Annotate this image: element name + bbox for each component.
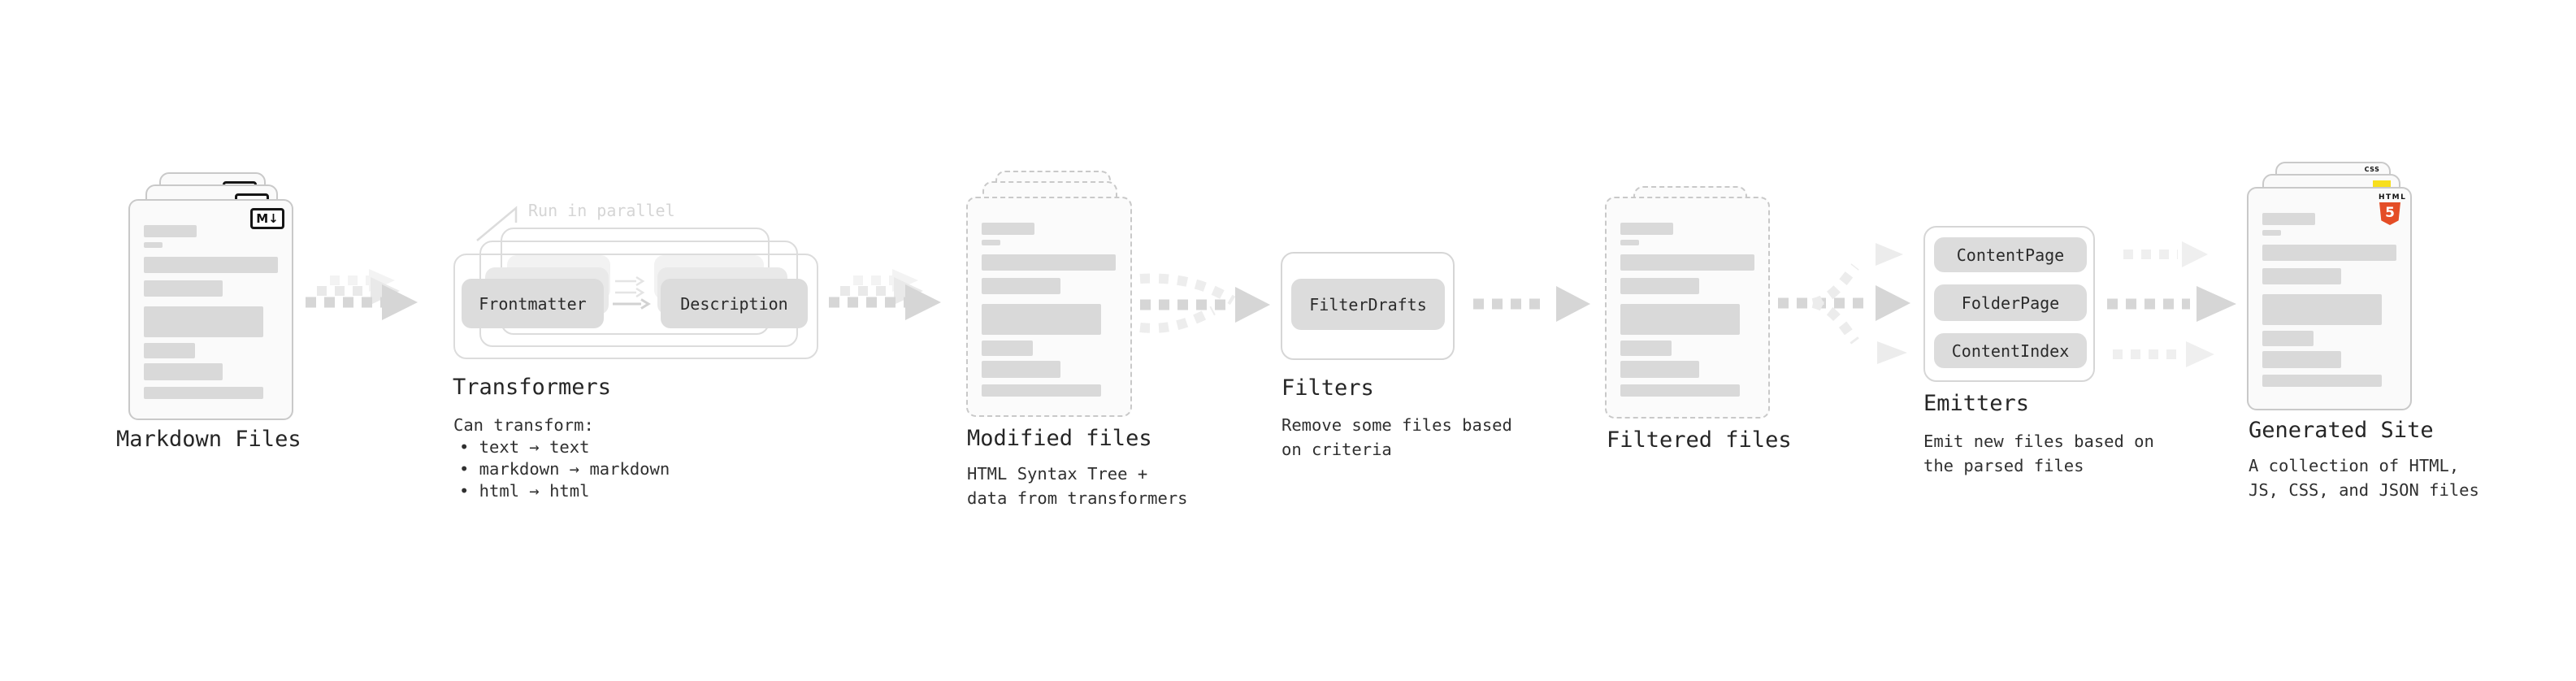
doc-card-front [966, 197, 1132, 417]
doc-placeholder-bar [1620, 254, 1754, 271]
caption-title: Can transform: [453, 415, 594, 435]
doc-placeholder-bar [144, 387, 263, 399]
doc-placeholder-bar [1620, 240, 1639, 245]
bullet-html-to-html: • html → html [459, 481, 590, 501]
doc-placeholder-bar [144, 280, 223, 297]
doc-placeholder-bar [1620, 223, 1673, 235]
parallel-flow-arrows [613, 275, 651, 310]
stage-label-filtered-files: Filtered files [1607, 427, 1792, 453]
doc-placeholder-bar [2262, 213, 2315, 225]
doc-placeholder-lines [1620, 223, 1754, 397]
doc-placeholder-bar [1620, 384, 1740, 397]
html5-icon-label: HTML [2379, 193, 2407, 202]
generated-site-caption: A collection of HTML, JS, CSS, and JSON … [2249, 456, 2479, 500]
doc-placeholder-lines [2262, 213, 2396, 387]
bullet-markdown-to-markdown: • markdown → markdown [459, 459, 670, 479]
doc-placeholder-bar [982, 254, 1116, 271]
transformer-pill-description: Description [661, 279, 808, 328]
emitter-pill-contentindex: ContentIndex [1934, 333, 2087, 368]
doc-placeholder-bar [144, 306, 263, 337]
arrow-markdown-to-transformers [306, 269, 418, 320]
stage-label-modified-files: Modified files [967, 426, 1152, 451]
arrow-filters-to-filtered [1473, 286, 1590, 322]
filters-caption: Remove some files based on criteria [1281, 415, 1512, 459]
html5-icon: HTML 5 [2379, 193, 2407, 225]
annotation-callout-line [476, 206, 518, 241]
doc-card-front: M↓ [128, 199, 293, 420]
doc-placeholder-bar [2262, 331, 2314, 346]
doc-placeholder-bar [982, 240, 1000, 245]
doc-placeholder-lines [144, 225, 278, 399]
emitter-pill-contentpage: ContentPage [1934, 237, 2087, 272]
doc-placeholder-bar [2262, 268, 2341, 284]
doc-placeholder-bar [144, 225, 197, 237]
parallel-lane-front [453, 254, 818, 359]
doc-card-front [1605, 197, 1770, 419]
arrow-filtered-to-emitters-split [1778, 243, 1910, 364]
annotation-run-in-parallel: Run in parallel [528, 201, 675, 220]
doc-placeholder-bar [2262, 294, 2382, 325]
stage-label-emitters: Emitters [1923, 391, 2030, 416]
doc-placeholder-bar [982, 361, 1060, 378]
arrow-transformers-to-modified [829, 269, 941, 320]
doc-placeholder-bar [982, 340, 1033, 356]
doc-placeholder-bar [982, 304, 1101, 335]
stage-label-generated-site: Generated Site [2249, 418, 2434, 443]
stage-label-transformers: Transformers [453, 375, 612, 400]
arrow-modified-to-filters-merge [1139, 273, 1270, 333]
doc-placeholder-bar [2262, 375, 2382, 387]
stage-label-markdown-files: Markdown Files [116, 427, 301, 452]
doc-placeholder-bar [1620, 361, 1699, 378]
html5-icon-shield: 5 [2379, 202, 2400, 225]
doc-placeholder-bar [144, 343, 195, 358]
stage-label-filters: Filters [1281, 375, 1374, 401]
css-icon-label: CSS [2364, 166, 2380, 173]
emitter-pill-folderpage: FolderPage [1934, 284, 2087, 321]
modified-files-caption: HTML Syntax Tree + data from transformer… [967, 464, 1188, 508]
doc-placeholder-lines [982, 223, 1116, 397]
doc-placeholder-bar [2262, 230, 2281, 236]
doc-placeholder-bar [144, 257, 278, 273]
markdown-icon: M↓ [250, 208, 284, 229]
doc-placeholder-bar [982, 278, 1060, 294]
arrow-emitters-to-site [2107, 241, 2236, 367]
doc-placeholder-bar [982, 223, 1034, 235]
doc-placeholder-bar [1620, 340, 1672, 356]
bullet-text-to-text: • text → text [459, 437, 590, 457]
emitters-caption: Emit new files based on the parsed files [1923, 432, 2154, 475]
doc-placeholder-bar [2262, 351, 2341, 368]
doc-placeholder-bar [982, 384, 1101, 397]
doc-card-front: HTML 5 [2247, 187, 2412, 410]
doc-placeholder-bar [2262, 245, 2396, 261]
doc-placeholder-bar [144, 242, 163, 248]
transformers-caption: Can transform: • text → text • markdown … [453, 414, 670, 502]
transformer-pill-frontmatter: Frontmatter [462, 279, 604, 328]
doc-placeholder-bar [144, 363, 223, 380]
doc-placeholder-bar [1620, 304, 1740, 335]
filter-pill-filterdrafts: FilterDrafts [1291, 279, 1445, 330]
doc-placeholder-bar [1620, 278, 1699, 294]
